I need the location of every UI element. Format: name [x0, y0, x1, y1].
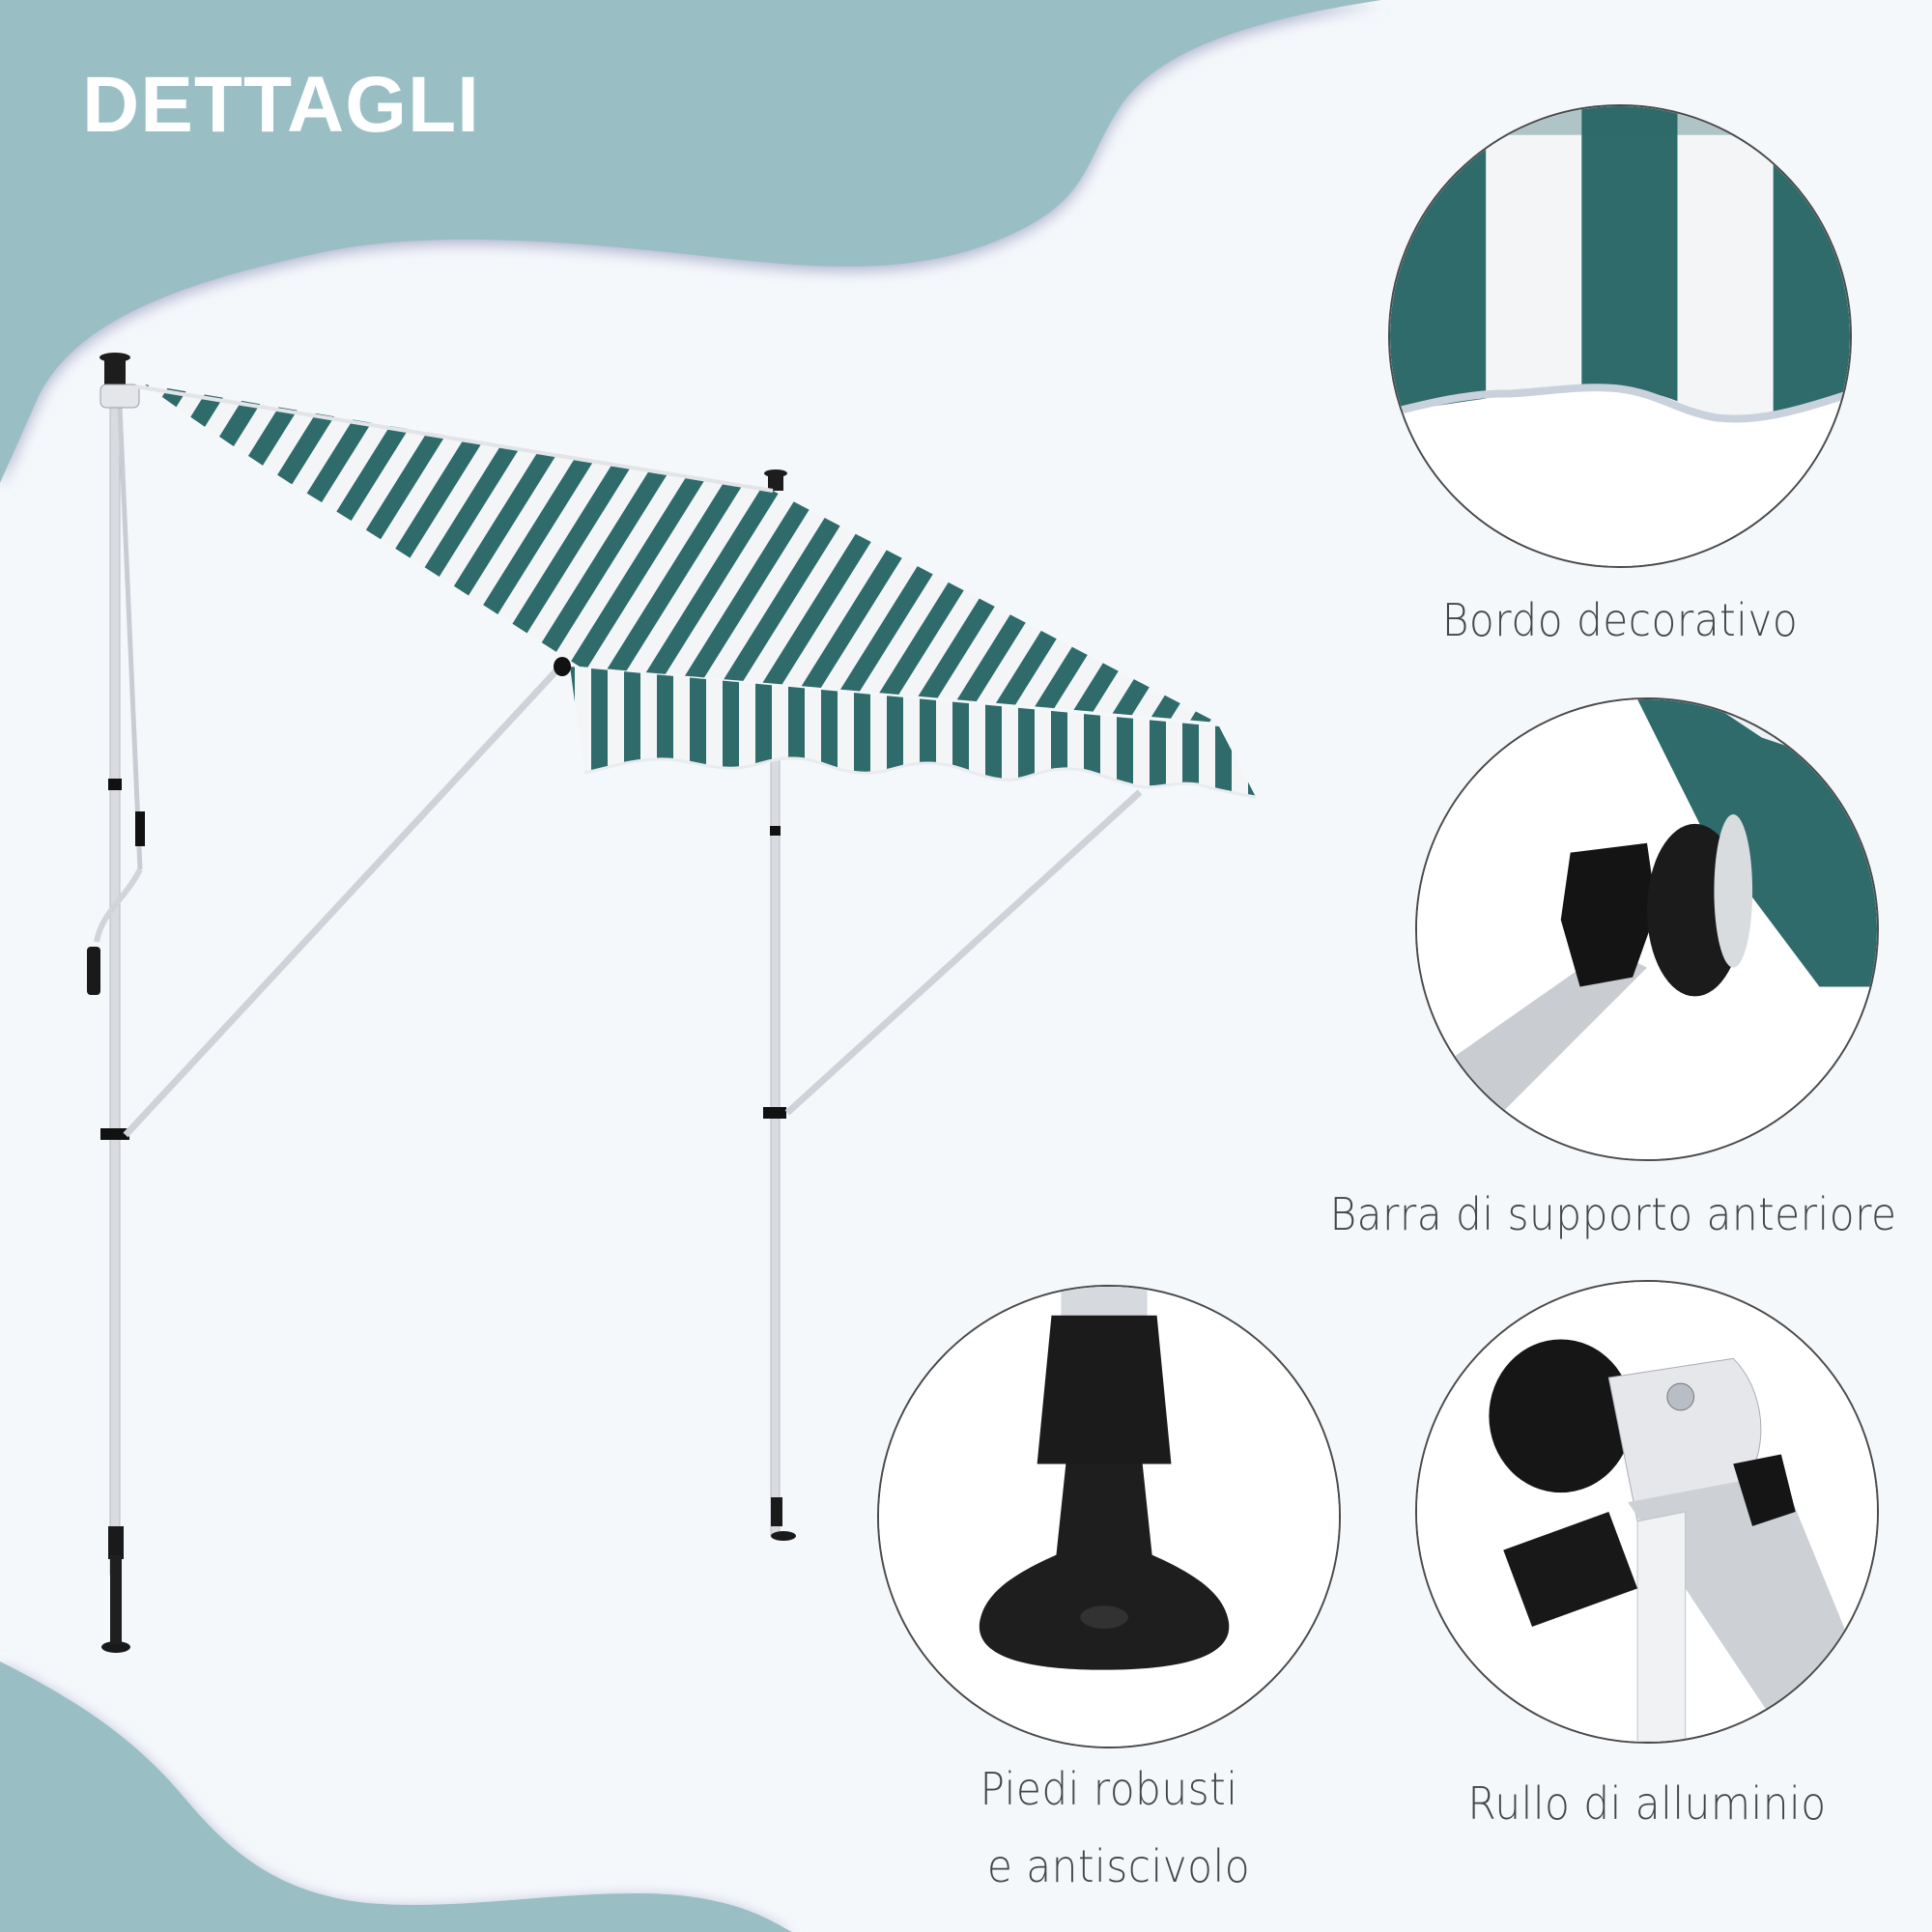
- support-bar-photo: [1417, 699, 1877, 1159]
- detail-circle-aluminium-roller: [1415, 1280, 1879, 1744]
- caption-aluminium-roller: Rullo di alluminio: [1467, 1777, 1827, 1830]
- page-title: DETTAGLI: [82, 61, 480, 149]
- caption-sturdy-feet-line1: Piedi robusti: [980, 1763, 1238, 1815]
- roller-mechanism-photo: [1417, 1282, 1877, 1742]
- fabric-edge-photo: [1390, 106, 1850, 566]
- foot-photo: [879, 1287, 1339, 1747]
- caption-front-support-bar: Barra di supporto anteriore: [1329, 1188, 1897, 1240]
- detail-circle-sturdy-feet: [877, 1285, 1341, 1748]
- caption-decorative-edge: Bordo decorativo: [1441, 594, 1799, 646]
- detail-circle-front-support-bar: [1415, 697, 1879, 1161]
- caption-sturdy-feet-line2: e antiscivolo: [986, 1840, 1251, 1892]
- detail-circle-decorative-edge: [1388, 104, 1852, 568]
